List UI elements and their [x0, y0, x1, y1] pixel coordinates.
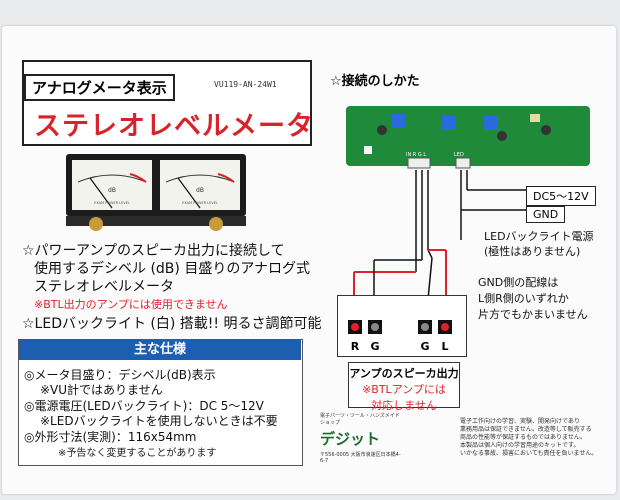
company-logo: 電子パーツ・ツール・ハンズメイド ショップ デジット 〒556-0005 大阪市… — [320, 412, 402, 464]
left-meter-caption: EXAM POWER LEVEL — [94, 201, 130, 205]
spec-voltage: ◎電源電圧(LEDバックライト)：DC 5～12V — [24, 399, 264, 413]
led-power-label: LEDバックライト電源 — [484, 230, 594, 243]
brand-name: デジット — [320, 430, 381, 448]
amp-output-box: R G G L — [337, 295, 467, 357]
spec-heading: 主な仕様 — [19, 340, 301, 360]
led-polarity-label: (極性はありません) — [484, 245, 581, 258]
terminal-g-left: G — [420, 340, 429, 353]
terminal-r: R — [351, 340, 360, 353]
amp-caption-box: アンプのスピーカ出力 ※BTLアンプには 対応しません — [348, 362, 460, 412]
right-scale-label: dB — [196, 187, 204, 194]
disclaimer-line-2: 業務用品は保証できません。改造等して販売する — [460, 426, 592, 433]
disclaimer: 電子工作向けの学習、実験、開発向けであり 業務用品は保証できません。改造等して販… — [460, 418, 600, 458]
left-scale-label: dB — [108, 187, 116, 194]
model-number: VU119-AN-24W1 — [214, 80, 277, 89]
disclaimer-line-5: いかなる事故、損害においても責任を負いません。 — [460, 450, 598, 457]
amp-btl-warning-1: ※BTLアンプには — [362, 383, 446, 396]
spec-size: ◎外形寸法(実測)：116x54mm — [24, 430, 197, 444]
amp-caption-title: アンプのスピーカ出力 — [349, 367, 459, 380]
spec-size-note: ※予告なく変更することがあります — [58, 448, 217, 459]
product-title: ステレオレベルメータ — [34, 111, 314, 142]
disclaimer-line-3: 商品の性能等が保証するものではありません。 — [460, 434, 586, 441]
terminal-l: L — [441, 340, 448, 353]
right-meter-caption: EXAM POWER LEVEL — [182, 201, 218, 205]
gnd-note-3: 片方でもかまいません — [478, 308, 588, 321]
spec-scale: ◎メータ目盛り：デシベル(dB)表示 — [24, 368, 216, 382]
btl-warning: ※BTL出力のアンプには使用できません — [34, 298, 228, 311]
company-tagline: 電子パーツ・ツール・ハンズメイド ショップ — [320, 413, 400, 426]
pcb-input-label: IN R G L — [406, 152, 426, 158]
amp-btl-warning-2: 対応しません — [371, 399, 437, 412]
gnd-tag: GND — [526, 206, 566, 223]
gnd-note-1: GND側の配線は — [478, 276, 559, 289]
feature-line-3: ステレオレベルメータ — [34, 279, 174, 295]
pcb-led-label: LED — [454, 152, 464, 158]
diagram-title: ☆接続のしかた — [330, 74, 420, 89]
spec-voltage-note: ※LEDバックライトを使用しないときは不要 — [40, 414, 278, 428]
disclaimer-line-4: 本製品は個人向けの学習用途のキットです。 — [460, 442, 580, 449]
spec-box — [18, 339, 303, 466]
feature-line-2: 使用するデシベル (dB) 目盛りのアナログ式 — [34, 261, 311, 277]
feature-line-4: ☆LEDバックライト (白) 搭載!! 明るさ調節可能 — [22, 316, 322, 332]
category-tag: アナログメータ表示 — [24, 74, 175, 101]
dc-supply-tag: DC5～12V — [526, 186, 596, 206]
wiring-lines — [353, 170, 526, 321]
terminal-g-right: G — [370, 340, 379, 353]
meter-photo: dB dB EXAM POWER LEVEL EXAM POWER LEVEL — [66, 152, 246, 234]
spec-scale-note: ※VU計ではありません — [40, 383, 163, 397]
company-address: 〒556-0005 大阪市浪速区日本橋4-6-7 — [320, 452, 401, 464]
pcb-drawing: IN R G L LED — [346, 106, 596, 184]
feature-line-1: ☆パワーアンプのスピーカ出力に接続して — [22, 243, 285, 259]
gnd-note-2: L側R側のいずれか — [478, 292, 569, 305]
disclaimer-line-1: 電子工作向けの学習、実験、開発向けであり — [460, 418, 580, 425]
